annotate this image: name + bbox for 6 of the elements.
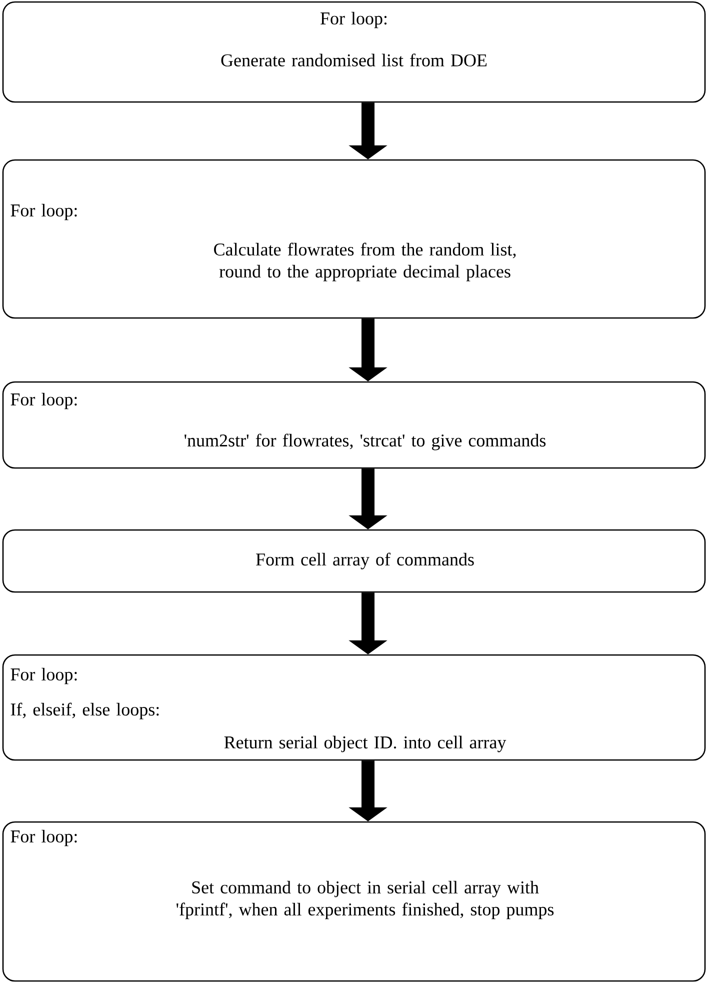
process-box: For loop: Generate randomised list from DOE <box>2 1 706 103</box>
process-box: For loop: If, elseif, else loops: Return serial object ID. into cell array <box>2 654 706 761</box>
process-box: Form cell array of commands <box>2 529 706 593</box>
process-box: For loop: 'num2str' for flowrates, 'strcat' to give commands <box>2 381 706 469</box>
process-box: For loop: Calculate flowrates from the random list, round to the appropriate decimal places <box>2 159 706 319</box>
process-box: For loop: Set command to object in serial cell array with 'fprintf', when all experiments finished, stop pumps <box>2 821 706 982</box>
